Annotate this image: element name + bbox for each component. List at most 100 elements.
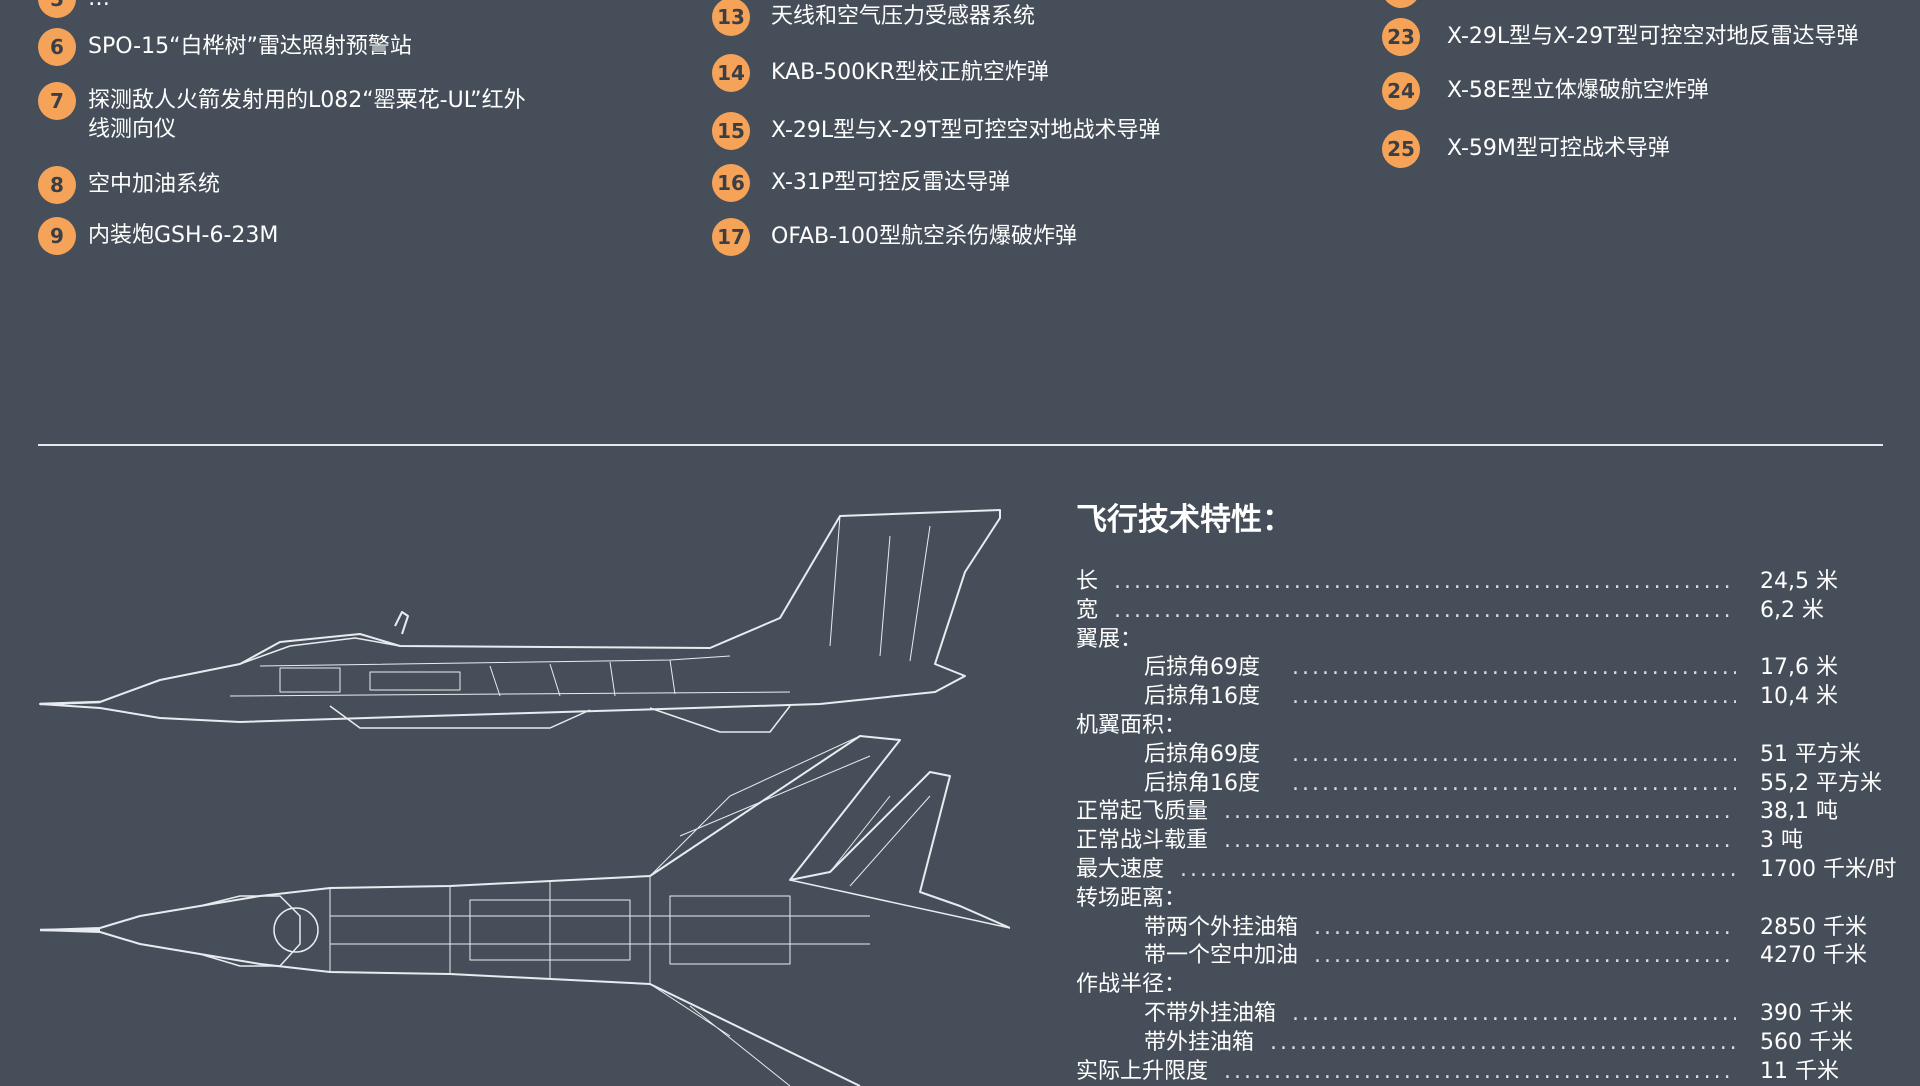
legend-item-5: 5 … <box>38 0 110 18</box>
spec-leader-dots: ........................................… <box>1114 569 1736 594</box>
spec-value: 51 平方米 <box>1760 741 1861 767</box>
spec-value: 24,5 米 <box>1760 569 1838 594</box>
section-divider <box>38 444 1883 446</box>
spec-value: 3 吨 <box>1760 828 1803 854</box>
spec-key: 带两个外挂油箱 <box>1144 914 1299 940</box>
legend-item-14: 14 KAB-500KR型校正航空炸弹 <box>712 54 1049 92</box>
spec-key: 后掠角69度 <box>1144 741 1260 767</box>
legend-label: X-59M型可控战术导弹 <box>1447 136 1670 161</box>
spec-row: 正常战斗载重..................................… <box>1076 826 1896 855</box>
spec-leader-dots: ........................................… <box>1292 770 1736 796</box>
legend-number-badge: 25 <box>1382 130 1420 168</box>
legend-item-13: 13 天线和空气压力受感器系统 <box>712 0 1035 36</box>
legend-number-badge: 7 <box>38 82 76 120</box>
spec-row: 带外挂油箱...................................… <box>1076 1028 1896 1057</box>
spec-row: 机翼面积： <box>1076 711 1896 740</box>
spec-leader-dots: ........................................… <box>1224 799 1736 825</box>
spec-leader-dots: ........................................… <box>1292 684 1736 710</box>
spec-key: 带外挂油箱 <box>1144 1029 1255 1055</box>
spec-row: 不带外挂油箱..................................… <box>1076 999 1896 1028</box>
spec-key: 宽 <box>1076 597 1099 623</box>
spec-row: 长.......................................… <box>1076 567 1896 596</box>
spec-row: 后掠角69度..................................… <box>1076 740 1896 769</box>
legend-number-badge: 5 <box>38 0 76 18</box>
legend-label: 空中加油系统 <box>88 172 221 197</box>
legend-label: 内装炮GSH-6-23M <box>88 223 279 248</box>
spec-key: 带一个空中加油 <box>1144 943 1299 969</box>
legend-item-17: 17 OFAB-100型航空杀伤爆破炸弹 <box>712 218 1077 256</box>
spec-value: 390 千米 <box>1760 1001 1853 1026</box>
spec-value: 10,4 米 <box>1760 684 1838 710</box>
spec-key: 机翼面积： <box>1076 713 1187 738</box>
spec-value: 6,2 米 <box>1760 597 1824 623</box>
spec-key: 后掠角69度 <box>1144 655 1260 681</box>
spec-leader-dots: ........................................… <box>1224 828 1736 854</box>
legend-item-15: 15 X-29L型与X-29T型可控空对地战术导弹 <box>712 112 1161 150</box>
spec-row: 带一个空中加油.................................… <box>1076 941 1896 970</box>
spec-key: 后掠角16度 <box>1144 770 1260 796</box>
specs-title: 飞行技术特性： <box>1076 502 1293 538</box>
legend-label-line2: 线测向仪 <box>88 117 177 142</box>
legend-item-24: 24 X-58E型立体爆破航空炸弹 <box>1382 72 1709 110</box>
spec-leader-dots: ........................................… <box>1314 914 1736 940</box>
legend-item-23: 23 X-29L型与X-29T型可控空对地反雷达导弹 <box>1382 18 1859 56</box>
spec-value: 560 千米 <box>1760 1029 1853 1055</box>
legend-number-badge: 17 <box>712 218 750 256</box>
spec-value: 1700 千米/时 <box>1760 857 1897 882</box>
spec-key: 不带外挂油箱 <box>1144 1001 1277 1026</box>
spec-key: 作战半径： <box>1076 972 1187 998</box>
spec-row: 翼展： <box>1076 625 1896 654</box>
spec-key: 长 <box>1076 569 1099 594</box>
legend-label: X-31P型可控反雷达导弹 <box>771 170 1011 195</box>
legend-item-7: 7 探测敌人火箭发射用的L082“罂粟花-UL”红外 线测向仪 <box>38 82 526 144</box>
spec-row: 后掠角16度..................................… <box>1076 682 1896 711</box>
legend-number-badge: 22 <box>1382 0 1420 8</box>
spec-leader-dots: ........................................… <box>1314 943 1736 969</box>
spec-leader-dots: ........................................… <box>1292 1001 1736 1026</box>
spec-value: 38,1 吨 <box>1760 799 1838 825</box>
spec-key: 后掠角16度 <box>1144 684 1260 710</box>
legend-label: SPO-15“白桦树”雷达照射预警站 <box>88 34 412 59</box>
legend-number-badge: 13 <box>712 0 750 36</box>
spec-value: 11 千米 <box>1760 1058 1839 1084</box>
legend-label: OFAB-100型航空杀伤爆破炸弹 <box>771 224 1078 249</box>
spec-row: 正常起飞质量..................................… <box>1076 797 1896 826</box>
legend-label: X-29L型与X-29T型可控空对地战术导弹 <box>771 118 1161 143</box>
legend-item-9: 9 内装炮GSH-6-23M <box>38 217 278 255</box>
legend-label-group: 探测敌人火箭发射用的L082“罂粟花-UL”红外 线测向仪 <box>88 82 526 144</box>
spec-row: 最大速度....................................… <box>1076 855 1896 884</box>
legend-item-16: 16 X-31P型可控反雷达导弹 <box>712 164 1010 202</box>
legend-label: … <box>88 0 110 13</box>
legend-number-badge: 15 <box>712 112 750 150</box>
legend-label: X-29L型与X-29T型可控空对地反雷达导弹 <box>1447 24 1859 49</box>
spec-leader-dots: ........................................… <box>1180 857 1736 882</box>
spec-key: 实际上升限度 <box>1076 1058 1209 1084</box>
legend-label: 天线和空气压力受感器系统 <box>771 4 1036 29</box>
spec-value: 4270 千米 <box>1760 943 1867 969</box>
legend-item-6: 6 SPO-15“白桦树”雷达照射预警站 <box>38 28 412 66</box>
legend-number-badge: 8 <box>38 166 76 204</box>
legend-label: 探测敌人火箭发射用的L082“罂粟花-UL”红外 <box>88 88 526 113</box>
legend-number-badge: 24 <box>1382 72 1420 110</box>
spec-row: 转场距离： <box>1076 884 1896 913</box>
legend-item-22: 22 <box>1382 0 1447 8</box>
spec-leader-dots: ........................................… <box>1270 1029 1736 1055</box>
aircraft-side-view <box>39 509 1001 733</box>
spec-leader-dots: ........................................… <box>1224 1058 1736 1084</box>
spec-key: 翼展： <box>1076 626 1143 652</box>
spec-row: 宽.......................................… <box>1076 596 1896 625</box>
aircraft-blueprint-illustration <box>39 509 1010 1086</box>
legend-number-badge: 16 <box>712 164 750 202</box>
legend-number-badge: 6 <box>38 28 76 66</box>
spec-row: 后掠角16度..................................… <box>1076 769 1896 798</box>
spec-row: 带两个外挂油箱.................................… <box>1076 913 1896 942</box>
legend-number-badge: 14 <box>712 54 750 92</box>
spec-row: 后掠角69度..................................… <box>1076 653 1896 682</box>
spec-value: 55,2 平方米 <box>1760 770 1882 796</box>
spec-key: 最大速度 <box>1076 857 1165 882</box>
legend-item-25: 25 X-59M型可控战术导弹 <box>1382 130 1670 168</box>
spec-key: 转场距离： <box>1076 885 1187 911</box>
spec-leader-dots: ........................................… <box>1114 597 1736 623</box>
legend-number-badge: 23 <box>1382 18 1420 56</box>
spec-leader-dots: ........................................… <box>1292 655 1736 681</box>
